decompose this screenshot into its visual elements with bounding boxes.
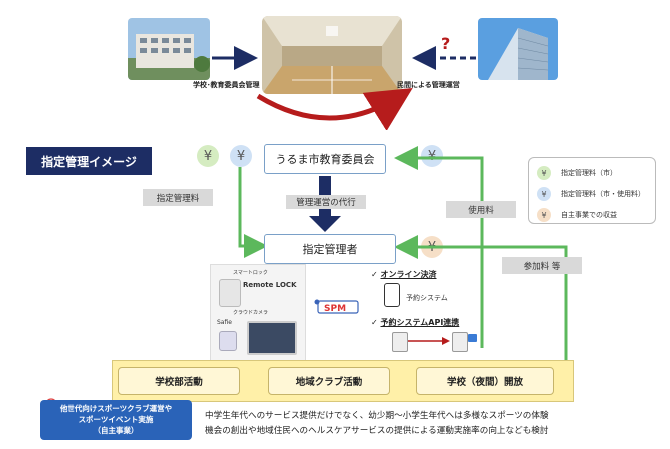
question-mark: ? [441, 34, 451, 53]
legend-label: 指定管理料（市） [561, 169, 617, 177]
laptop-icon [247, 321, 297, 355]
yen-fee-icon: ¥ [230, 145, 252, 167]
self-business-line1: 他世代向けスポーツクラブ運営や [59, 404, 173, 413]
transition-curve-arrow [256, 88, 413, 130]
lock-device-icon [392, 332, 408, 352]
participation-fee-line [394, 235, 568, 398]
page-title: 指定管理イメージ [26, 147, 152, 175]
booking-api-feature: ✓ 予約システムAPI連携 [371, 318, 460, 327]
self-business-box: 他世代向けスポーツクラブ運営や スポーツイベント実施 （自主事業） [40, 400, 192, 440]
self-business-line3: （自主事業） [93, 426, 139, 435]
school-building-photo [128, 18, 210, 80]
activity-community-club: 地域クラブ活動 [268, 367, 390, 395]
phone-icon [384, 283, 400, 307]
svg-text:SPM: SPM [324, 304, 346, 314]
lock-transfer-arrow [408, 337, 450, 345]
description-line2: 機会の創出や地域住民へのヘルスケアサービスの提供による運動実施率の向上なども検討 [205, 426, 549, 436]
padlock-icon [468, 334, 477, 342]
management-fee-label: 指定管理料 [143, 189, 213, 206]
yen-city-icon: ¥ [197, 145, 219, 167]
device-panel: スマートロック Remote LOCK クラウドカメラ Safie [210, 264, 306, 362]
yen-icon: ¥ [537, 187, 551, 201]
yen-icon: ¥ [537, 166, 551, 180]
legend-item-own: ¥ 自主事業での収益 [537, 208, 655, 222]
smart-lock-icon [219, 279, 241, 307]
activity-school-club: 学校部活動 [118, 367, 240, 395]
yen-usage-icon: ¥ [421, 145, 443, 167]
participation-fee-label: 参加料 等 [502, 257, 582, 274]
top-arrows [212, 46, 476, 130]
legend: ¥ 指定管理料（市） ¥ 指定管理料（市・使用料） ¥ 自主事業での収益 [528, 157, 656, 224]
camera-brand: Safie [217, 319, 232, 326]
self-business-line2: スポーツイベント実施 [78, 415, 154, 424]
delegation-label: 管理運営の代行 [286, 195, 366, 209]
booking-system-label: 予約システム [406, 294, 448, 302]
gymnasium-photo [262, 16, 402, 94]
cloud-camera-label: クラウドカメラ [233, 310, 269, 316]
legend-item-city: ¥ 指定管理料（市） [537, 166, 655, 180]
activity-school-night-open: 学校（夜間）開放 [416, 367, 554, 395]
camera-icon [219, 331, 237, 351]
remote-lock-logo: Remote LOCK [243, 281, 297, 289]
education-board-box: うるま市教育委員会 [264, 144, 386, 174]
delegation-arrow-head [309, 216, 341, 232]
spm-logo-icon: SPM [312, 296, 362, 322]
usage-fee-label: 使用料 [446, 201, 516, 218]
private-managed-caption: 民間による管理運営 [397, 81, 460, 89]
unlock-device-icon [452, 332, 468, 352]
legend-item-fee: ¥ 指定管理料（市・使用料） [537, 187, 655, 201]
smart-lock-label: スマートロック [233, 270, 268, 276]
management-fee-line [238, 167, 268, 258]
legend-label: 自主事業での収益 [561, 211, 617, 219]
description-line1: 中学生年代へのサービス提供だけでなく、幼少期～小学生年代へは多様なスポーツの体験 [205, 411, 549, 421]
private-building-photo [478, 18, 558, 80]
yen-icon: ¥ [537, 208, 551, 222]
online-payment-feature: ✓ オンライン決済 [371, 270, 437, 279]
school-managed-caption: 学校･教育委員会管理 [193, 81, 260, 89]
legend-label: 指定管理料（市・使用料） [561, 190, 645, 198]
designated-manager-box: 指定管理者 [264, 234, 396, 264]
